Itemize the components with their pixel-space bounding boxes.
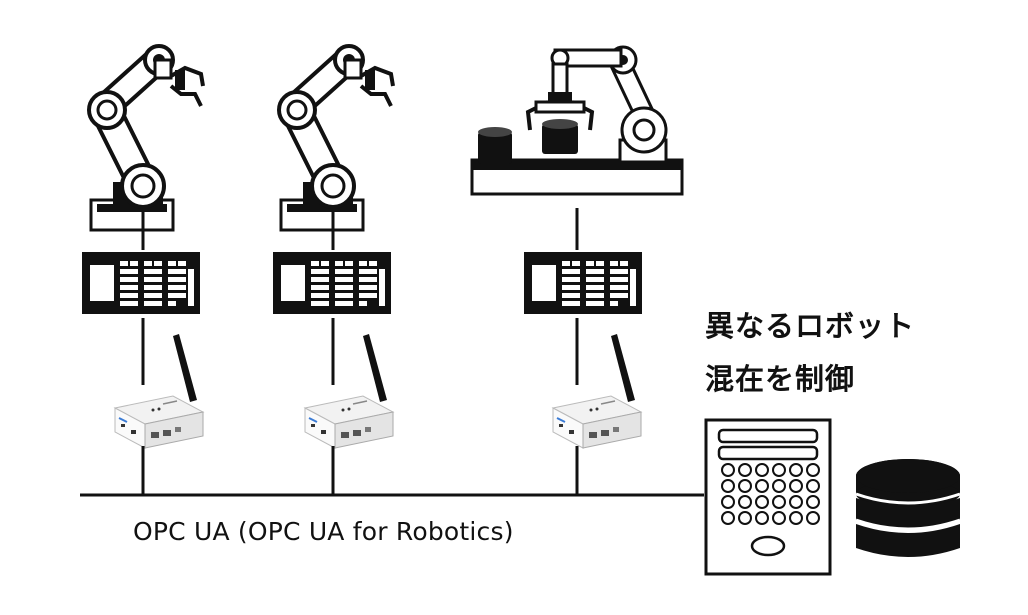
pick-and-place-robot-icon [470,45,684,196]
control-server-icon [704,418,832,576]
wireless-gateway-icon [304,333,394,449]
wireless-gateway-icon [114,333,204,449]
callout-line-1: 異なるロボット [705,309,916,343]
controller-panel-icon [273,252,391,314]
callout-line-2: 混在を制御 [705,362,856,396]
controller-panel-icon [82,252,200,314]
controller-panel-icon [524,252,642,314]
wireless-gateway-icon [552,333,642,449]
database-icon [855,459,961,557]
robot-arm-icon [87,44,205,232]
robot-arm-icon [277,44,395,232]
network-label: OPC UA (OPC UA for Robotics) [133,517,514,546]
